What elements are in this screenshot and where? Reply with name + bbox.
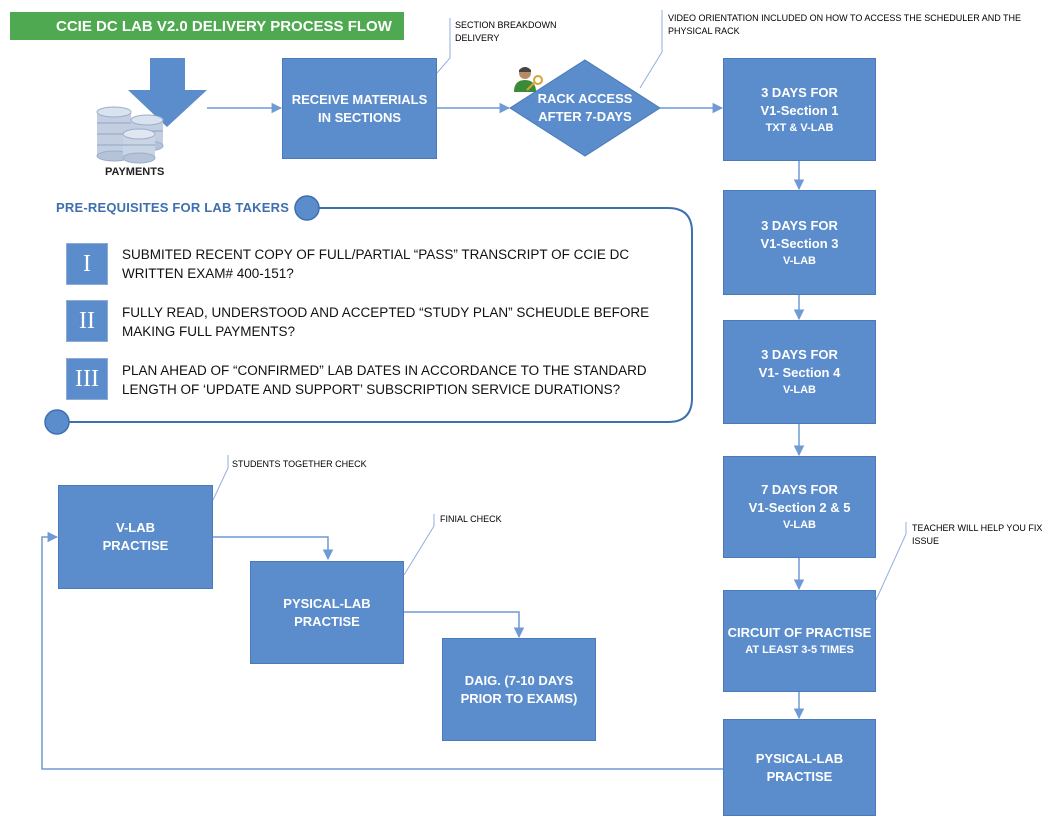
section-breakdown-callout: SECTION BREAKDOWN DELIVERY bbox=[455, 19, 557, 45]
step-section2-5-line3: V-LAB bbox=[783, 519, 816, 531]
daig-line1: DAIG. (7-10 DAYS bbox=[464, 672, 574, 688]
circuit-of-practise-box: CIRCUIT OF PRACTISE AT LEAST 3-5 TIMES bbox=[723, 590, 876, 692]
rack-access-line2: AFTER 7-DAYS bbox=[538, 109, 632, 124]
step-section3-box: 3 DAYS FOR V1-Section 3 V-LAB bbox=[723, 190, 876, 295]
teacher-callout-line2: ISSUE bbox=[912, 536, 940, 546]
video-callout-line1: VIDEO ORIENTATION INCLUDED ON HOW TO ACC… bbox=[668, 13, 1022, 23]
step-section3-line3: V-LAB bbox=[783, 254, 816, 267]
section-callout-line bbox=[436, 18, 451, 74]
step-section4-box: 3 DAYS FOR V1- Section 4 V-LAB bbox=[723, 320, 876, 424]
step-section4-line1: 3 DAYS FOR bbox=[761, 347, 838, 362]
down-arrow-icon bbox=[128, 58, 207, 127]
receive-line2: IN SECTIONS bbox=[317, 109, 402, 125]
step-section4-line3: V-LAB bbox=[783, 384, 816, 396]
physical-lab-final-line1: PYSICAL-LAB bbox=[755, 750, 844, 766]
final-check-callout: FINIAL CHECK bbox=[440, 514, 502, 524]
arrow-vlab-to-physlab bbox=[213, 536, 334, 561]
vlab-line1: V-LAB bbox=[116, 520, 155, 535]
physical-lab-box: PYSICAL-LAB PRACTISE bbox=[250, 561, 404, 664]
arrow-loop-back-to-vlab bbox=[41, 531, 723, 770]
coin-stack-icon bbox=[96, 106, 164, 164]
physlab-line2: PRACTISE bbox=[294, 613, 360, 629]
user-key-icon bbox=[514, 67, 543, 92]
prereq-item-2-line1: FULLY READ, UNDERSTOOD AND ACCEPTED “STU… bbox=[122, 305, 650, 320]
teacher-callout-line bbox=[875, 522, 907, 601]
circuit-line2: AT LEAST 3-5 TIMES bbox=[745, 644, 854, 656]
step-section3-line1: 3 DAYS FOR bbox=[761, 217, 838, 233]
prereq-bracket-start-dot bbox=[294, 195, 320, 221]
prereq-item-2-line2: MAKING FULL PAYMENTS? bbox=[122, 324, 296, 339]
teacher-callout: TEACHER WILL HELP YOU FIX ISSUE bbox=[912, 522, 1042, 548]
prereq-heading: PRE-REQUISITES FOR LAB TAKERS bbox=[56, 200, 290, 215]
page-title: CCIE DC LAB V2.0 DELIVERY PROCESS FLOW bbox=[56, 17, 392, 35]
prereq-item-3-line2: LENGTH OF ‘UPDATE AND SUPPORT’ SUBSCRIPT… bbox=[122, 382, 621, 397]
receive-line1: RECEIVE MATERIALS bbox=[291, 91, 428, 107]
teacher-callout-line1: TEACHER WILL HELP YOU FIX bbox=[912, 523, 1043, 533]
prereq-bracket bbox=[58, 207, 693, 423]
rack-access-line1: RACK ACCESS bbox=[537, 91, 633, 106]
rack-access-label: RACK ACCESS AFTER 7-DAYS bbox=[528, 88, 642, 128]
video-callout-line bbox=[639, 10, 663, 89]
video-callout-line2: PHYSICAL RACK bbox=[668, 26, 740, 36]
prereq-item-1-line2: WRITTEN EXAM# 400-151? bbox=[122, 266, 294, 281]
prereq-bracket-end-dot bbox=[44, 409, 70, 435]
step-section1-box: 3 DAYS FOR V1-Section 1 TXT & V-LAB bbox=[723, 58, 876, 161]
step-section4-line2: V1- Section 4 bbox=[758, 365, 841, 380]
title-banner: CCIE DC LAB V2.0 DELIVERY PROCESS FLOW bbox=[10, 12, 404, 40]
prereq-item-2: FULLY READ, UNDERSTOOD AND ACCEPTED “STU… bbox=[122, 303, 649, 341]
prereq-item-1-line1: SUBMITED RECENT COPY OF FULL/PARTIAL “PA… bbox=[122, 247, 630, 262]
prereq-item-1: SUBMITED RECENT COPY OF FULL/PARTIAL “PA… bbox=[122, 245, 629, 283]
students-callout-line bbox=[212, 455, 229, 501]
physlab-line1: PYSICAL-LAB bbox=[283, 595, 371, 611]
arrow-physlab-to-daig bbox=[404, 611, 525, 639]
daig-box: DAIG. (7-10 DAYS PRIOR TO EXAMS) bbox=[442, 638, 596, 741]
vlab-practise-box: V-LAB PRACTISE bbox=[58, 485, 213, 589]
prereq-numeral-2: II bbox=[66, 300, 108, 342]
final-callout-line bbox=[403, 514, 435, 576]
step-section1-line1: 3 DAYS FOR bbox=[761, 84, 838, 100]
step-section2-5-line1: 7 DAYS FOR bbox=[761, 482, 838, 497]
step-section2-5-box: 7 DAYS FOR V1-Section 2 & 5 V-LAB bbox=[723, 456, 876, 558]
students-callout: STUDENTS TOGETHER CHECK bbox=[232, 459, 367, 469]
prereq-numeral-1: I bbox=[66, 243, 108, 285]
section-callout-line2: DELIVERY bbox=[455, 33, 500, 43]
receive-materials-box: RECEIVE MATERIALS IN SECTIONS bbox=[282, 58, 437, 159]
physical-lab-final-box: PYSICAL-LAB PRACTISE bbox=[723, 719, 876, 816]
circuit-line1: CIRCUIT OF PRACTISE bbox=[727, 625, 872, 640]
prereq-item-3-line1: PLAN AHEAD OF “CONFIRMED” LAB DATES IN A… bbox=[122, 363, 647, 378]
payments-label: PAYMENTS bbox=[105, 166, 165, 178]
video-orientation-callout: VIDEO ORIENTATION INCLUDED ON HOW TO ACC… bbox=[668, 12, 1021, 38]
prereq-item-3: PLAN AHEAD OF “CONFIRMED” LAB DATES IN A… bbox=[122, 361, 647, 399]
step-section2-5-line2: V1-Section 2 & 5 bbox=[748, 500, 851, 515]
step-section3-line2: V1-Section 3 bbox=[760, 235, 839, 251]
daig-line2: PRIOR TO EXAMS) bbox=[460, 690, 578, 706]
vlab-line2: PRACTISE bbox=[102, 538, 169, 553]
step-section1-line2: V1-Section 1 bbox=[760, 102, 839, 118]
section-callout-line1: SECTION BREAKDOWN bbox=[455, 20, 557, 30]
step-section1-line3: TXT & V-LAB bbox=[765, 121, 834, 134]
physical-lab-final-line2: PRACTISE bbox=[766, 768, 833, 784]
prereq-numeral-3: III bbox=[66, 358, 108, 400]
